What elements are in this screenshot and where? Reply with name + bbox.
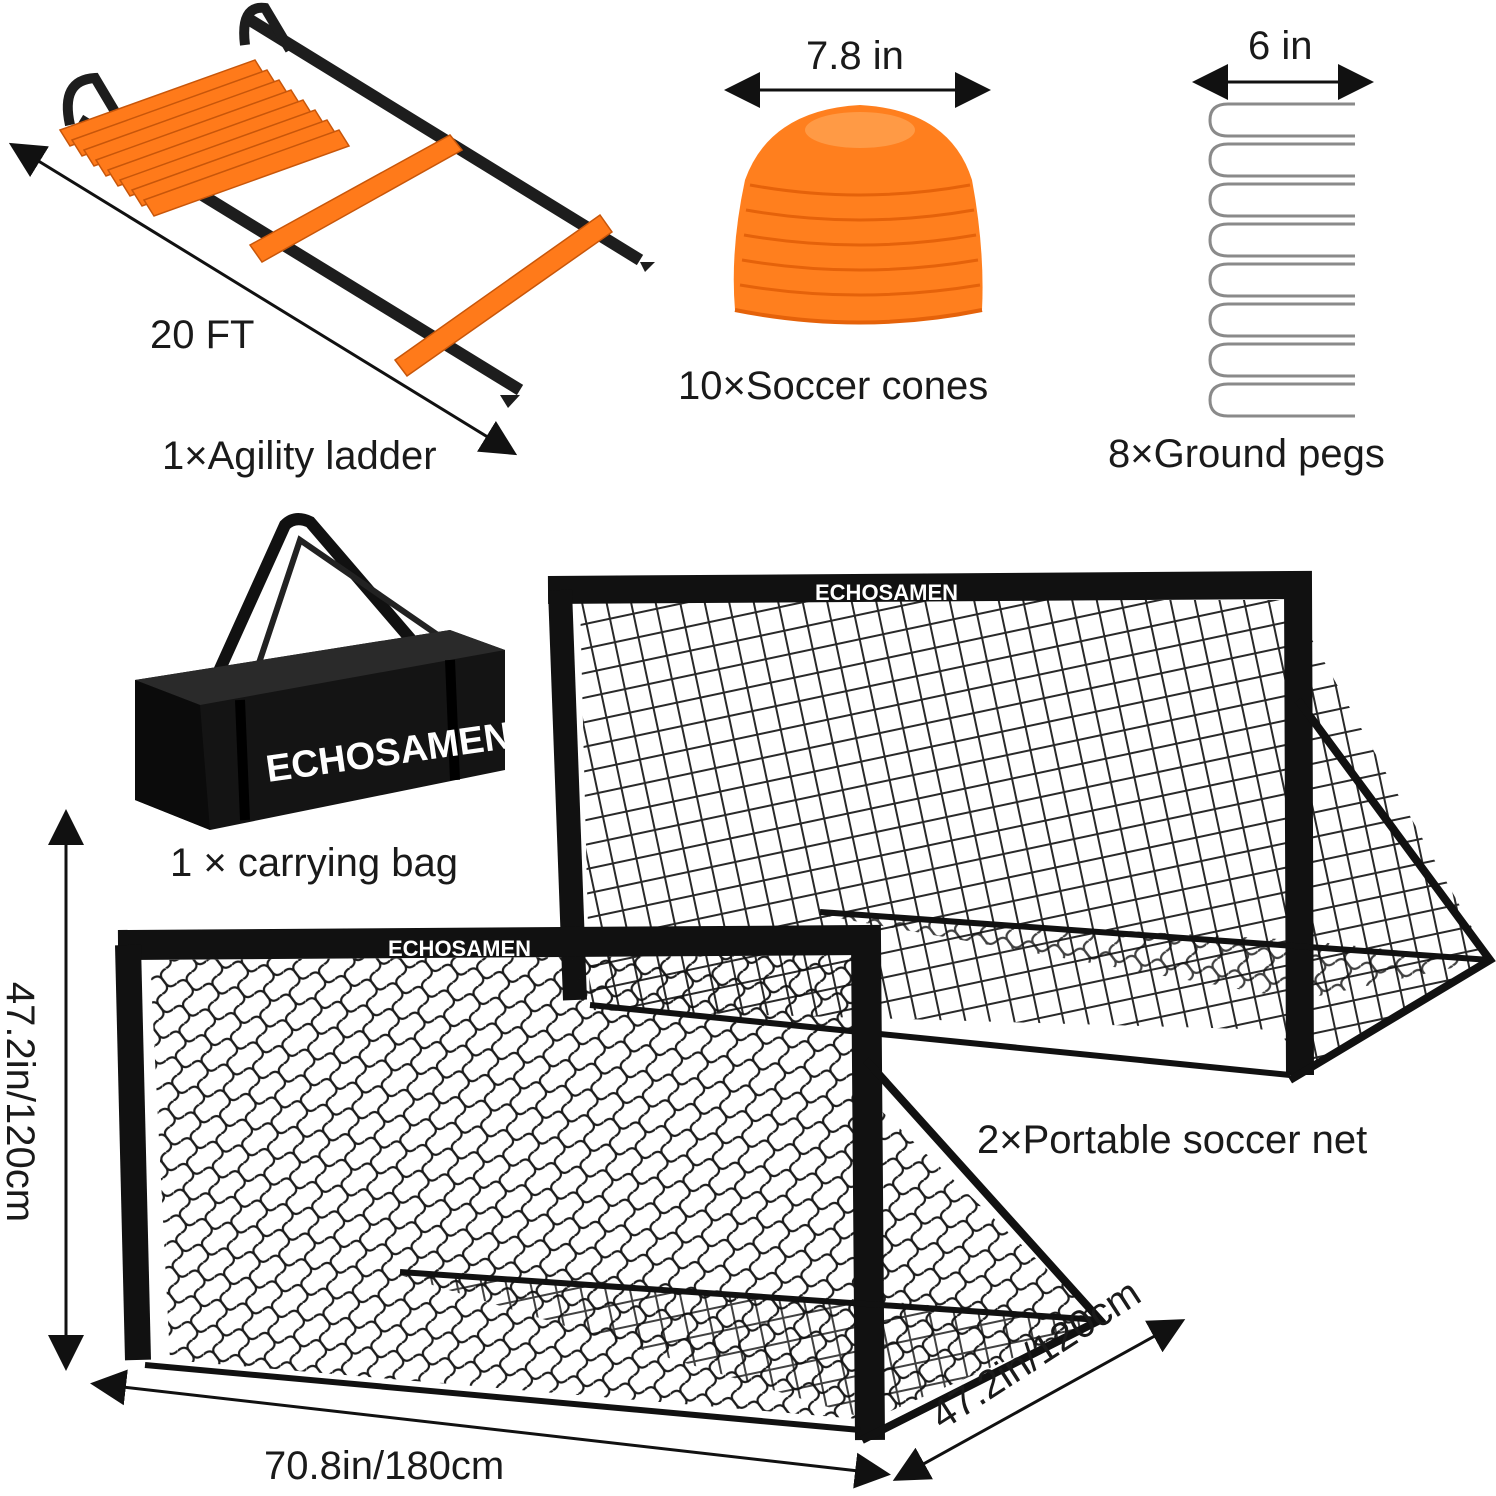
nets-name-label: 2×Portable soccer net (977, 1118, 1368, 1162)
front-soccer-net-image (115, 924, 1107, 1444)
cones-diameter-label: 7.8 in (806, 34, 904, 78)
net-width-label: 70.8in/180cm (264, 1444, 505, 1488)
ladder-length-label: 20 FT (150, 313, 255, 357)
bag-name-label: 1 × carrying bag (170, 841, 458, 885)
net-height-label: 47.2in/120cm (0, 981, 42, 1223)
front-net-brand: ECHOSAMEN (388, 936, 531, 961)
ground-pegs-image (1208, 102, 1355, 418)
cones-name-label: 10×Soccer cones (678, 364, 989, 408)
net-depth-arrow (892, 1319, 1186, 1481)
ladder-name-label: 1×Agility ladder (162, 434, 437, 478)
back-net-brand: ECHOSAMEN (815, 580, 958, 605)
carrying-bag-image (135, 513, 505, 830)
pegs-name-label: 8×Ground pegs (1108, 432, 1385, 476)
soccer-cones-image (733, 105, 983, 325)
net-width-arrow (90, 1369, 891, 1489)
pegs-length-label: 6 in (1248, 24, 1313, 68)
ladder-length-arrow (8, 142, 518, 456)
